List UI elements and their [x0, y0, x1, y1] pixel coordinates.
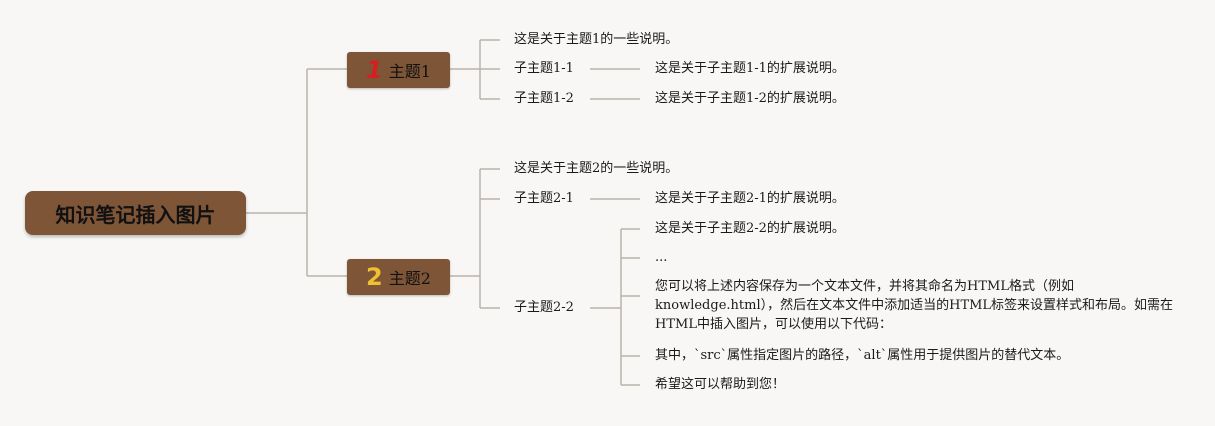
topic-2[interactable]: 2 主题2 — [347, 259, 450, 295]
subtopic-2-2-note-2[interactable]: ... — [655, 250, 668, 265]
subtopic-2-2-note-5[interactable]: 希望这可以帮助到您！ — [655, 377, 786, 392]
subtopic-2-2-label[interactable]: 子主题2-2 — [514, 300, 574, 315]
topic-1[interactable]: 1 主题1 — [347, 52, 450, 88]
root-topic-label: 知识笔记插入图片 — [55, 202, 216, 227]
subtopic-2-2-note-1[interactable]: 这是关于子主题2-2的扩展说明。 — [655, 221, 845, 236]
subtopic-1-1-note[interactable]: 这是关于子主题1-1的扩展说明。 — [655, 61, 845, 76]
topic-2-description[interactable]: 这是关于主题2的一些说明。 — [514, 161, 679, 176]
topic-2-number-badge: 2 — [366, 263, 383, 291]
topic-1-number-badge: 1 — [366, 56, 383, 84]
topic-2-label: 主题2 — [388, 269, 431, 288]
subtopic-1-2-label[interactable]: 子主题1-2 — [514, 91, 574, 106]
subtopic-2-1-note[interactable]: 这是关于子主题2-1的扩展说明。 — [655, 191, 845, 206]
subtopic-1-1-label[interactable]: 子主题1-1 — [514, 61, 574, 76]
subtopic-1-2-note[interactable]: 这是关于子主题1-2的扩展说明。 — [655, 91, 845, 106]
topic-1-description[interactable]: 这是关于主题1的一些说明。 — [514, 32, 679, 47]
subtopic-2-1-label[interactable]: 子主题2-1 — [514, 191, 574, 206]
subtopic-2-2-note-3[interactable]: 您可以将上述内容保存为一个文本文件，并将其命名为HTML格式（例如knowled… — [655, 279, 1174, 332]
root-topic[interactable]: 知识笔记插入图片 — [25, 191, 246, 235]
topic-1-label: 主题1 — [388, 62, 431, 81]
subtopic-2-2-note-4[interactable]: 其中，`src`属性指定图片的路径，`alt`属性用于提供图片的替代文本。 — [655, 348, 1070, 363]
